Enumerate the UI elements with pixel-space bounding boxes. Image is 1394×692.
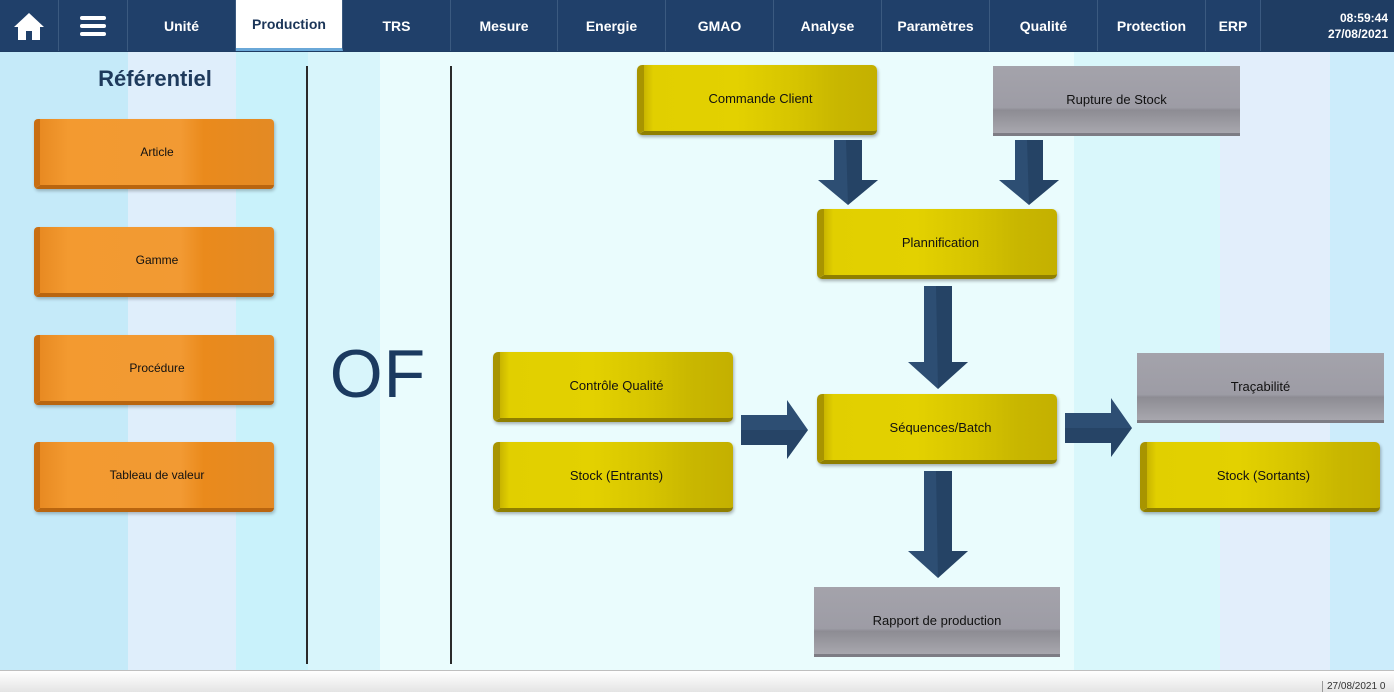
down-arrow-icon	[908, 471, 968, 578]
top-navigation-bar: Unité Production TRS Mesure Energie GMAO…	[0, 0, 1394, 53]
stock-sortants-box[interactable]: Stock (Sortants)	[1140, 442, 1380, 512]
tab-analyse[interactable]: Analyse	[774, 0, 882, 51]
down-arrow-icon	[908, 286, 968, 389]
gamme-button[interactable]: Gamme	[34, 227, 274, 297]
plannification-box[interactable]: Plannification	[817, 209, 1057, 279]
tracabilite-box[interactable]: Traçabilité	[1137, 353, 1384, 423]
status-bar: 27/08/2021 0	[0, 670, 1394, 692]
stock-entrants-box[interactable]: Stock (Entrants)	[493, 442, 733, 512]
tab-erp[interactable]: ERP	[1206, 0, 1261, 51]
tab-energie[interactable]: Energie	[558, 0, 666, 51]
menu-button[interactable]	[59, 0, 128, 51]
rupture-de-stock-box[interactable]: Rupture de Stock	[993, 66, 1240, 136]
right-arrow-icon	[1065, 398, 1132, 457]
clock: 08:59:44 27/08/2021	[1261, 0, 1394, 51]
tableau-de-valeur-button[interactable]: Tableau de valeur	[34, 442, 274, 512]
tab-parametres[interactable]: Paramètres	[882, 0, 990, 51]
tab-gmao[interactable]: GMAO	[666, 0, 774, 51]
rapport-de-production-box[interactable]: Rapport de production	[814, 587, 1060, 657]
procedure-button[interactable]: Procédure	[34, 335, 274, 405]
referentiel-title: Référentiel	[98, 66, 212, 91]
down-arrow-icon	[818, 140, 878, 205]
bg-column	[308, 52, 380, 670]
down-arrow-icon	[999, 140, 1059, 205]
footer-date-stamp: 27/08/2021 0	[1322, 681, 1394, 692]
right-arrow-icon	[741, 400, 808, 459]
tab-qualite[interactable]: Qualité	[990, 0, 1098, 51]
divider-left	[306, 66, 308, 664]
home-icon	[14, 12, 44, 40]
article-button[interactable]: Article	[34, 119, 274, 189]
tab-trs[interactable]: TRS	[343, 0, 451, 51]
of-label: OF	[329, 336, 427, 412]
clock-time: 08:59:44	[1339, 10, 1388, 25]
tab-mesure[interactable]: Mesure	[451, 0, 558, 51]
tab-unite[interactable]: Unité	[128, 0, 236, 51]
commande-client-box[interactable]: Commande Client	[637, 65, 877, 135]
sequences-batch-box[interactable]: Séquences/Batch	[817, 394, 1057, 464]
hamburger-menu-icon	[80, 15, 106, 36]
tab-production[interactable]: Production	[236, 0, 343, 51]
home-button[interactable]	[0, 0, 59, 51]
controle-qualite-box[interactable]: Contrôle Qualité	[493, 352, 733, 422]
clock-date: 27/08/2021	[1327, 26, 1388, 41]
divider-right	[450, 66, 452, 664]
tab-protection[interactable]: Protection	[1098, 0, 1206, 51]
